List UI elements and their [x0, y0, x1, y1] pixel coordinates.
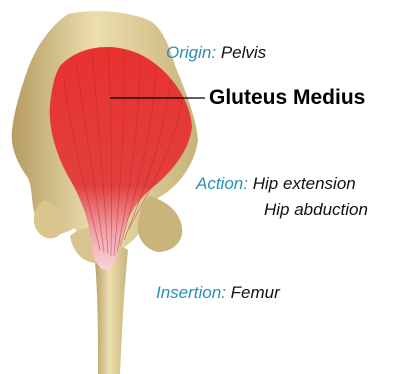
origin-value: Pelvis [221, 43, 266, 62]
action-value-2: Hip abduction [264, 200, 368, 220]
action-value-1: Hip extension [253, 174, 356, 193]
insertion-label: Insertion: Femur [156, 283, 280, 303]
origin-key: Origin: [166, 43, 216, 62]
insertion-key: Insertion: [156, 283, 226, 302]
origin-label: Origin: Pelvis [166, 43, 266, 63]
muscle-name-label: Gluteus Medius [209, 86, 365, 110]
action-label: Action: Hip extension [196, 174, 356, 194]
insertion-value: Femur [231, 283, 280, 302]
action-key: Action: [196, 174, 248, 193]
